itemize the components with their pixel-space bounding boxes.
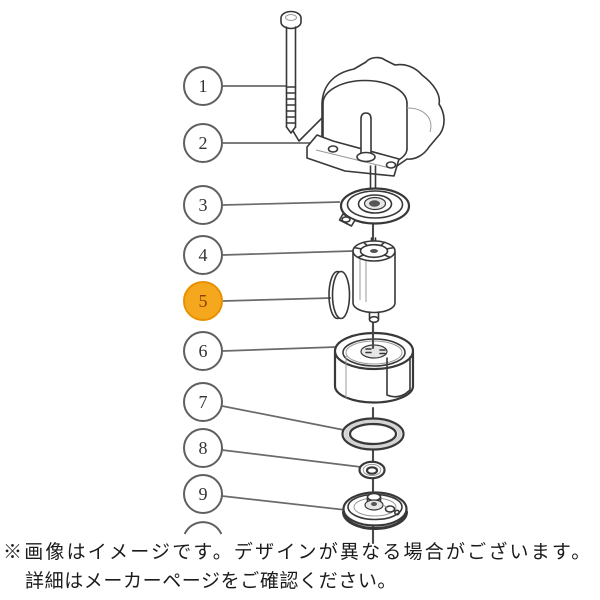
callout-1-number: 1 <box>198 75 208 96</box>
callout-3: 3 <box>183 185 223 225</box>
hex-bolt-drawing <box>280 10 302 134</box>
callout-7: 7 <box>183 382 223 422</box>
assembly-pointer-line <box>292 111 329 142</box>
disclaimer-note: ※画像はイメージです。デザインが異なる場合がございます。 詳細はメーカーページを… <box>0 538 600 596</box>
callout-8-number: 8 <box>198 437 208 458</box>
callout-7-number: 7 <box>198 391 208 412</box>
bearing-plate-drawing <box>338 165 411 227</box>
callout-3-number: 3 <box>198 194 208 215</box>
small-washer-drawing <box>358 460 386 480</box>
callout-5-number: 5 <box>198 290 208 311</box>
callout-5-highlighted: 5 <box>183 281 223 321</box>
cylinder-case-drawing <box>333 324 415 404</box>
callout-4-number: 4 <box>198 244 208 265</box>
callout-4: 4 <box>183 235 223 275</box>
callout-2: 2 <box>183 123 223 163</box>
callout-9: 9 <box>183 474 223 514</box>
callout-9-number: 9 <box>198 483 208 504</box>
disclaimer-line-2: 詳細はメーカーページをご確認ください。 <box>25 571 398 592</box>
callout-8: 8 <box>183 428 223 468</box>
callout-6: 6 <box>183 331 223 371</box>
disclaimer-line-1: ※画像はイメージです。デザインが異なる場合がございます。 <box>3 542 593 563</box>
oval-gasket-drawing <box>328 270 351 320</box>
partial-callout-circle <box>183 521 223 535</box>
callout-2-number: 2 <box>198 132 208 153</box>
motor-armature-drawing <box>352 237 396 324</box>
leader-lines <box>221 85 362 511</box>
base-plate-drawing <box>342 491 408 530</box>
callout-1: 1 <box>183 66 223 106</box>
large-o-ring-drawing <box>341 417 405 451</box>
motor-cap-housing-drawing <box>306 56 445 177</box>
callout-6-number: 6 <box>198 340 208 361</box>
